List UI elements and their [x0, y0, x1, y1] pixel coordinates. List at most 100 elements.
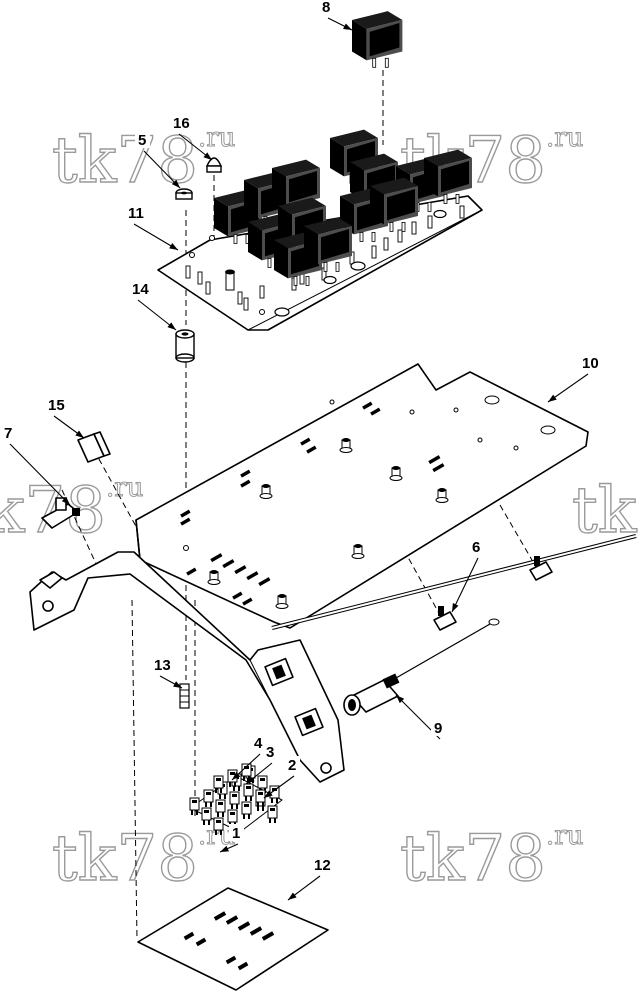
terminal-pin	[383, 237, 389, 251]
relay-board	[157, 129, 483, 331]
callout-1: 1	[219, 824, 244, 853]
arrowhead	[61, 496, 70, 505]
standoff	[207, 570, 221, 585]
leader-line	[143, 150, 181, 189]
watermark: tk78.ru	[51, 123, 236, 199]
terminal-pin	[243, 297, 249, 311]
fuse-cluster	[189, 763, 283, 835]
fuse	[189, 797, 200, 815]
watermark-suffix: .ru	[106, 473, 143, 503]
harness-clips	[433, 556, 553, 631]
terminal-pin	[427, 215, 433, 229]
standoff	[259, 484, 273, 499]
watermark: tk78.ru	[51, 821, 236, 897]
relay	[424, 149, 472, 204]
single-relay	[352, 11, 403, 68]
fuse	[267, 805, 278, 823]
callout-12: 12	[287, 856, 335, 901]
callout-number: 16	[173, 115, 190, 132]
callout-2: 2	[263, 756, 300, 799]
fuse	[213, 775, 224, 793]
callout-number: 11	[128, 205, 144, 222]
callout-number: 6	[472, 539, 480, 556]
watermark: tk78.ru	[0, 473, 144, 549]
relay	[304, 217, 352, 272]
callout-15: 15	[45, 396, 85, 439]
callout-5: 5	[135, 131, 181, 189]
terminal-pin	[185, 265, 191, 279]
callout-number: 1	[232, 825, 240, 842]
arrowhead	[343, 23, 352, 30]
standoff	[389, 466, 403, 481]
watermark-text: tk78	[52, 822, 198, 896]
watermark-suffix: .ru	[546, 821, 583, 851]
relay	[340, 187, 388, 242]
arrowhead	[167, 322, 176, 330]
arrowhead	[288, 892, 297, 900]
callout-number: 13	[154, 657, 171, 674]
callout-3: 3	[245, 743, 278, 785]
callout-labels: 8 16 5 11 14 10 15 7 6 13 9 432 1 12	[1, 0, 603, 901]
arrowhead	[452, 603, 459, 612]
leader-line	[9, 443, 71, 506]
mounting-block	[77, 431, 111, 463]
arrowhead	[220, 845, 229, 852]
terminal-pin	[397, 229, 403, 243]
watermark-text: tk78	[52, 124, 198, 198]
terminal-pin	[259, 285, 265, 299]
bottom-cover-plate	[137, 887, 329, 991]
fuse	[213, 817, 224, 835]
standoff	[435, 488, 449, 503]
callout-number: 5	[138, 132, 146, 149]
callout-number: 12	[314, 857, 331, 874]
standoff	[275, 594, 289, 609]
terminal-pin	[237, 291, 243, 305]
fuse	[229, 791, 240, 809]
callout-7: 7	[1, 424, 71, 506]
fuse	[255, 789, 266, 807]
standoff	[351, 544, 365, 559]
fuse	[215, 799, 226, 817]
callout-13: 13	[151, 656, 183, 689]
callout-number: 2	[288, 757, 296, 774]
fuse	[203, 789, 214, 807]
arrowhead	[203, 152, 212, 160]
leader-line	[451, 557, 479, 613]
terminal-pin	[371, 245, 377, 259]
relay	[370, 177, 418, 232]
watermark-suffix: .ru	[198, 123, 235, 153]
callout-14: 14	[129, 280, 177, 331]
callout-number: 8	[322, 0, 330, 16]
callout-9: 9	[395, 694, 446, 740]
callout-number: 4	[254, 735, 263, 752]
leader-line	[133, 223, 179, 251]
callout-number: 10	[582, 355, 599, 372]
watermark: tk78.ru	[399, 821, 584, 897]
callout-number: 15	[48, 397, 65, 414]
fuse	[201, 807, 212, 825]
cap	[205, 157, 223, 173]
relay	[352, 11, 403, 68]
callout-8: 8	[319, 0, 353, 31]
watermark-text: tk78	[400, 822, 546, 896]
terminal-pin	[459, 205, 465, 219]
terminal-pin	[197, 271, 203, 285]
terminal-pin	[205, 281, 211, 295]
fuse	[241, 801, 252, 819]
arrowhead	[264, 790, 273, 798]
bracket-clip	[41, 497, 80, 529]
arrowhead	[396, 695, 405, 704]
arrowhead	[169, 243, 178, 250]
callout-number: 7	[4, 425, 12, 442]
arrowhead	[171, 179, 180, 188]
spacer	[175, 329, 195, 363]
callout-number: 14	[132, 281, 149, 298]
fuse	[243, 783, 254, 801]
arrowhead	[173, 681, 182, 688]
callout-11: 11	[125, 204, 179, 251]
watermark-suffix: .ru	[546, 123, 583, 153]
callout-6: 6	[451, 538, 484, 613]
watermark-text: tk78	[0, 474, 106, 548]
main-bracket	[29, 363, 589, 783]
